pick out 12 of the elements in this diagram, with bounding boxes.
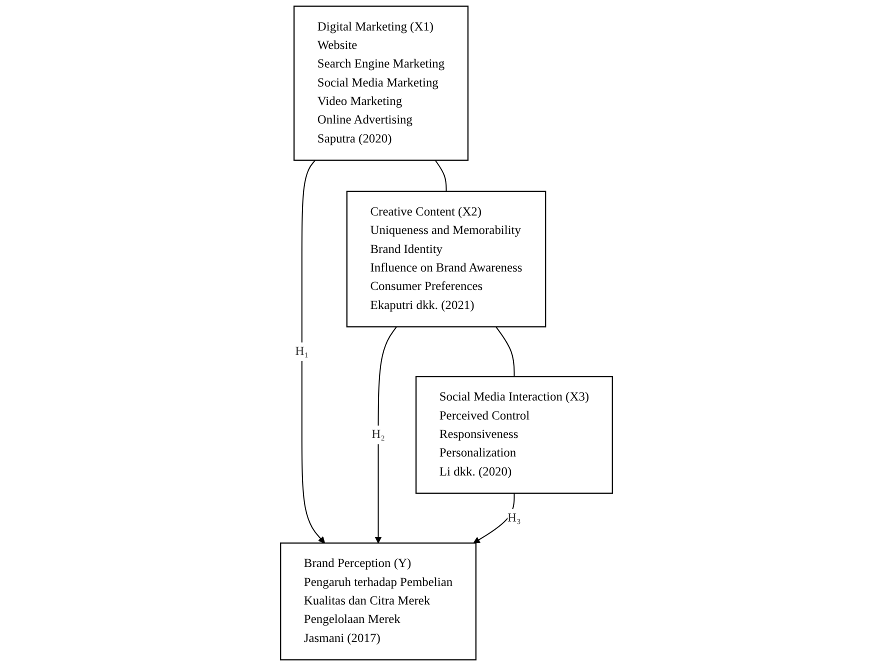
edge-label: H₂ <box>372 428 385 442</box>
node-box: Brand Perception (Y) Pengaruh terhadap Pembelian Kualitas dan Citra Merek Pengelolaan Merek Jasmani (2017) <box>280 542 476 660</box>
node-box: Social Media Interaction (X3) Perceived Control Responsiveness Personalization Li dkk. (2020) <box>415 376 613 494</box>
arrow <box>374 326 397 544</box>
edge-label: H₃ <box>508 511 521 524</box>
node-box: Digital Marketing (X1) Website Search Engine Marketing Social Media Marketing Video Marketing Online Advertising Saputra (2020) <box>293 6 469 161</box>
arrow <box>473 493 515 544</box>
arrow <box>301 160 326 544</box>
connector <box>496 326 515 377</box>
edge-label: H₁ <box>295 344 309 358</box>
connector <box>434 160 447 192</box>
node-box: Creative Content (X2) Uniqueness and Memorability Brand Identity Influence on Brand Awareness Consumer Preferences Ekaputri dkk. (2021) <box>346 190 546 328</box>
